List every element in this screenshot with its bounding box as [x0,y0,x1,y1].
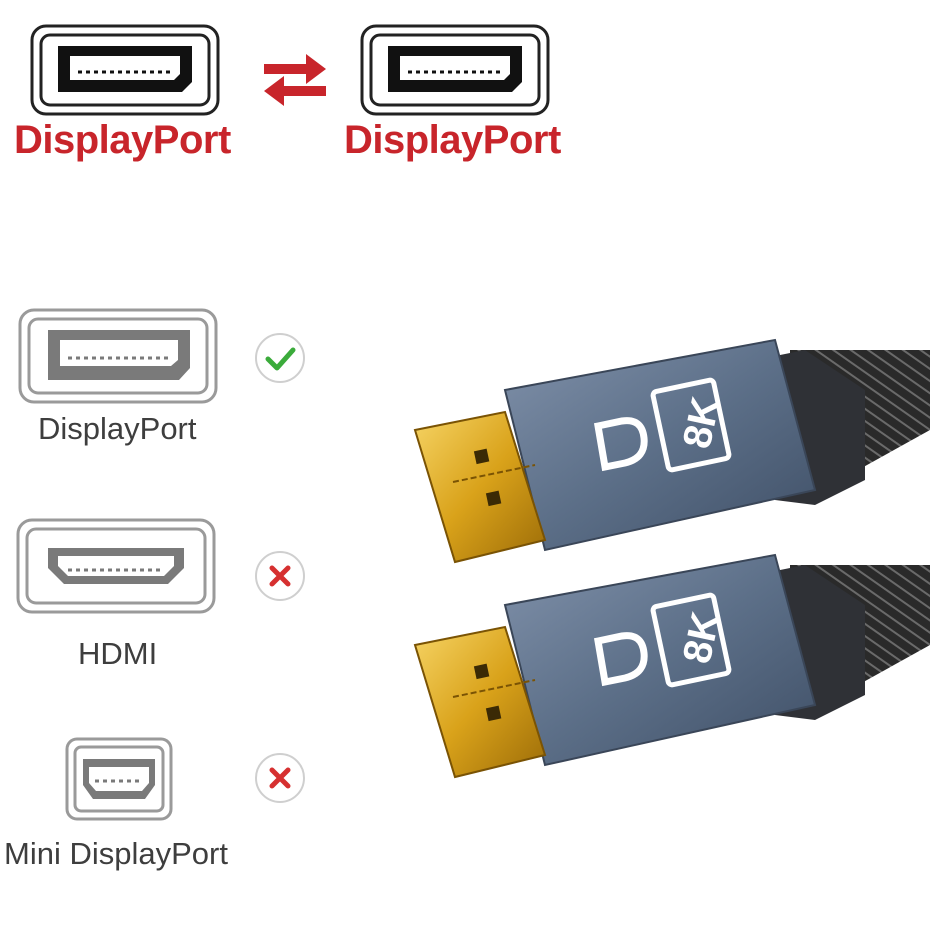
upper-connector: 8K [413,338,930,564]
dp-logo-icon [593,417,648,472]
displayport-port-icon [18,308,218,404]
badge-text: 8K [675,608,729,667]
compat-hdmi-label: HDMI [78,636,158,671]
badge-text: 8K [675,393,729,452]
displayport-cable-photo: 8K 8K [395,330,930,810]
compat-mini-displayport-label: Mini DisplayPort [4,836,228,871]
top-left-label: DisplayPort [14,118,231,162]
compat-hdmi-port [16,518,216,614]
compat-displayport-label: DisplayPort [38,411,197,446]
top-right-displayport-port [360,24,550,116]
8k-badge: 8K [650,377,732,473]
dp-logo-icon [593,632,648,687]
lower-connector: 8K [413,553,930,779]
top-right-label: DisplayPort [344,118,561,162]
displayport-port-icon [360,24,550,116]
displayport-port-icon [30,24,220,116]
mini-displayport-port-icon [65,737,173,821]
compat-displayport-check-icon [254,332,306,384]
top-left-displayport-port [30,24,220,116]
compat-displayport-port [18,308,218,404]
hdmi-port-icon [16,518,216,614]
compat-hdmi-cross-icon [254,550,306,602]
compat-mini-displayport-port [65,737,173,821]
bidirectional-arrows-icon [262,50,328,115]
compat-mini-displayport-cross-icon [254,752,306,804]
8k-badge: 8K [650,592,732,688]
